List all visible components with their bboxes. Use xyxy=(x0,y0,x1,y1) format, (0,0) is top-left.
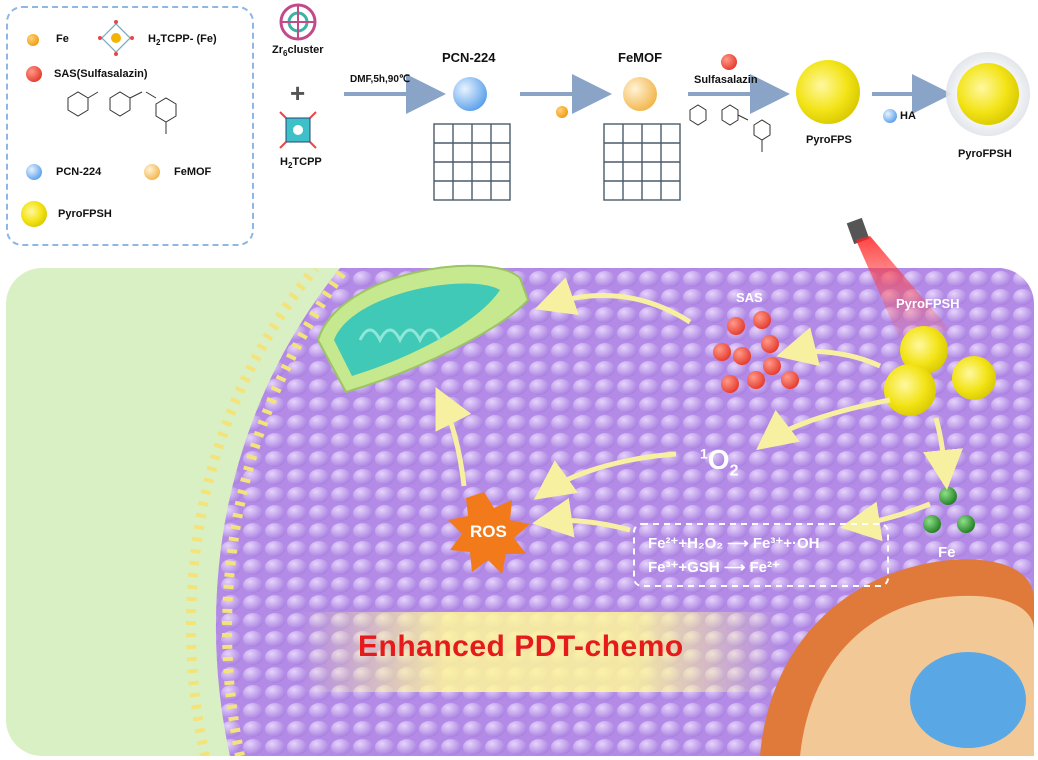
h2tcpp-label: H2TCPP xyxy=(280,156,322,171)
fe-ions xyxy=(923,487,975,533)
fe-cell-label: Fe xyxy=(938,544,956,561)
sulfasalazin-structure xyxy=(689,104,771,152)
pyrofps-label: PyroFPS xyxy=(806,134,852,146)
reaction-gsh: Fe³⁺+GSH ⟶ Fe²⁺ xyxy=(648,559,780,576)
laser-beam xyxy=(856,236,950,340)
legend-sas-structure xyxy=(67,91,177,134)
zr-cluster-icon xyxy=(279,3,317,41)
fe-dot xyxy=(556,106,568,118)
pyrofpsh-cell-label: PyroFPSH xyxy=(896,296,960,311)
h2tcpp-molecule xyxy=(279,111,317,149)
legend-femof-label: FeMOF xyxy=(174,166,212,178)
legend-fe-label: Fe xyxy=(56,33,69,45)
pyrofpsh-cluster xyxy=(884,326,996,416)
femof-label: FeMOF xyxy=(618,50,663,65)
legend-pcn-label: PCN-224 xyxy=(56,166,102,178)
sas-label: SAS xyxy=(736,290,763,305)
flow-arrows xyxy=(435,277,963,542)
pyrofpsh-sphere xyxy=(957,63,1019,125)
sas-molecules xyxy=(713,311,799,393)
mitochondrion xyxy=(316,264,530,394)
plus-sign: + xyxy=(290,78,306,108)
laser-icon xyxy=(846,217,870,245)
ros-star xyxy=(448,492,530,574)
lipid-bilayer-outer xyxy=(185,268,319,756)
legend-fe-dot xyxy=(27,34,39,46)
legend-tcpp-fe-label: H2TCPP- (Fe) xyxy=(148,33,217,48)
ha-dot xyxy=(883,109,897,123)
pcn-224-label: PCN-224 xyxy=(442,50,496,65)
sulfasalazin-dot xyxy=(721,54,737,70)
legend-femof-dot xyxy=(144,164,160,180)
lipid-bilayer-inner xyxy=(222,268,350,756)
femof-sphere xyxy=(623,77,657,111)
pyrofpsh-label: PyroFPSH xyxy=(958,148,1012,160)
pyrofps-sphere xyxy=(796,60,860,124)
ha-label: HA xyxy=(900,110,916,122)
legend-pyro-dot xyxy=(21,201,47,227)
legend-pyro-label: PyroFPSH xyxy=(58,208,112,220)
legend-tcpp-fe-molecule xyxy=(98,20,134,56)
legend-sas-label: SAS(Sulfasalazin) xyxy=(54,68,148,80)
sulfasalazin-label: Sulfasalazin xyxy=(694,74,758,86)
zr-cluster-label: Zr6cluster xyxy=(272,44,324,59)
pcn-224-sphere xyxy=(453,77,487,111)
dmf-condition-label: DMF,5h,90℃ xyxy=(350,74,411,85)
legend-box xyxy=(6,6,254,246)
legend-sas-dot xyxy=(26,66,42,82)
reaction-fenton: Fe²⁺+H₂O₂ ⟶ Fe³⁺+·OH xyxy=(648,535,820,552)
pcn-224-lattice xyxy=(433,123,511,201)
femof-lattice xyxy=(603,123,681,201)
headline-glow xyxy=(300,612,780,692)
headline-enhanced-pdt-chemo: Enhanced PDT-chemo xyxy=(358,630,684,663)
legend-pcn-dot xyxy=(26,164,42,180)
ros-label: ROS xyxy=(470,522,507,541)
tumor-cell xyxy=(760,559,1034,756)
singlet-oxygen-label: 1O2 xyxy=(700,444,739,480)
